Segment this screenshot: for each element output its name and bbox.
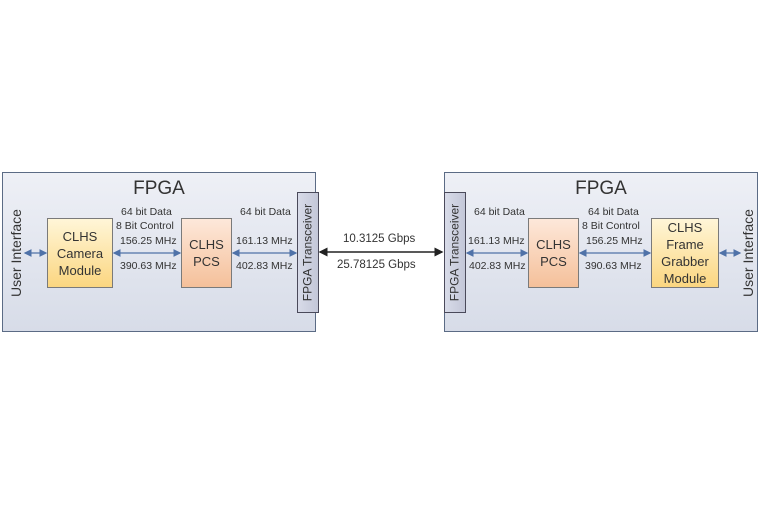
right-pcs-block: CLHS PCS — [528, 218, 579, 288]
camera-module-block: CLHS Camera Module — [47, 218, 113, 288]
right-link2-label: 156.25 MHz — [586, 235, 643, 247]
left-link2-label: 161.13 MHz — [236, 235, 293, 247]
left-link1-label: 156.25 MHz — [120, 235, 177, 247]
right-link2-label: 8 Bit Control — [582, 220, 640, 232]
left-link2-label: 402.83 MHz — [236, 260, 293, 272]
left-link1-label: 64 bit Data — [121, 206, 172, 218]
right-link1-label: 161.13 MHz — [468, 235, 525, 247]
left-pcs-block: CLHS PCS — [181, 218, 232, 288]
right-link2-label: 390.63 MHz — [585, 260, 642, 272]
right-link1-label: 402.83 MHz — [469, 260, 526, 272]
frame-grabber-module-block: CLHS Frame Grabber Module — [651, 218, 719, 288]
left-link2-label: 64 bit Data — [240, 206, 291, 218]
right-fpga-title: FPGA — [575, 178, 627, 199]
serial-rate-1: 10.3125 Gbps — [343, 233, 416, 245]
left-fpga-title: FPGA — [133, 178, 185, 199]
right-link1-label: 64 bit Data — [474, 206, 525, 218]
left-link1-label: 390.63 MHz — [120, 260, 177, 272]
right-transceiver-block: FPGA Transceiver — [444, 192, 466, 313]
right-link2-label: 64 bit Data — [588, 206, 639, 218]
serial-rate-2: 25.78125 Gbps — [337, 259, 416, 271]
left-link1-label: 8 Bit Control — [116, 220, 174, 232]
